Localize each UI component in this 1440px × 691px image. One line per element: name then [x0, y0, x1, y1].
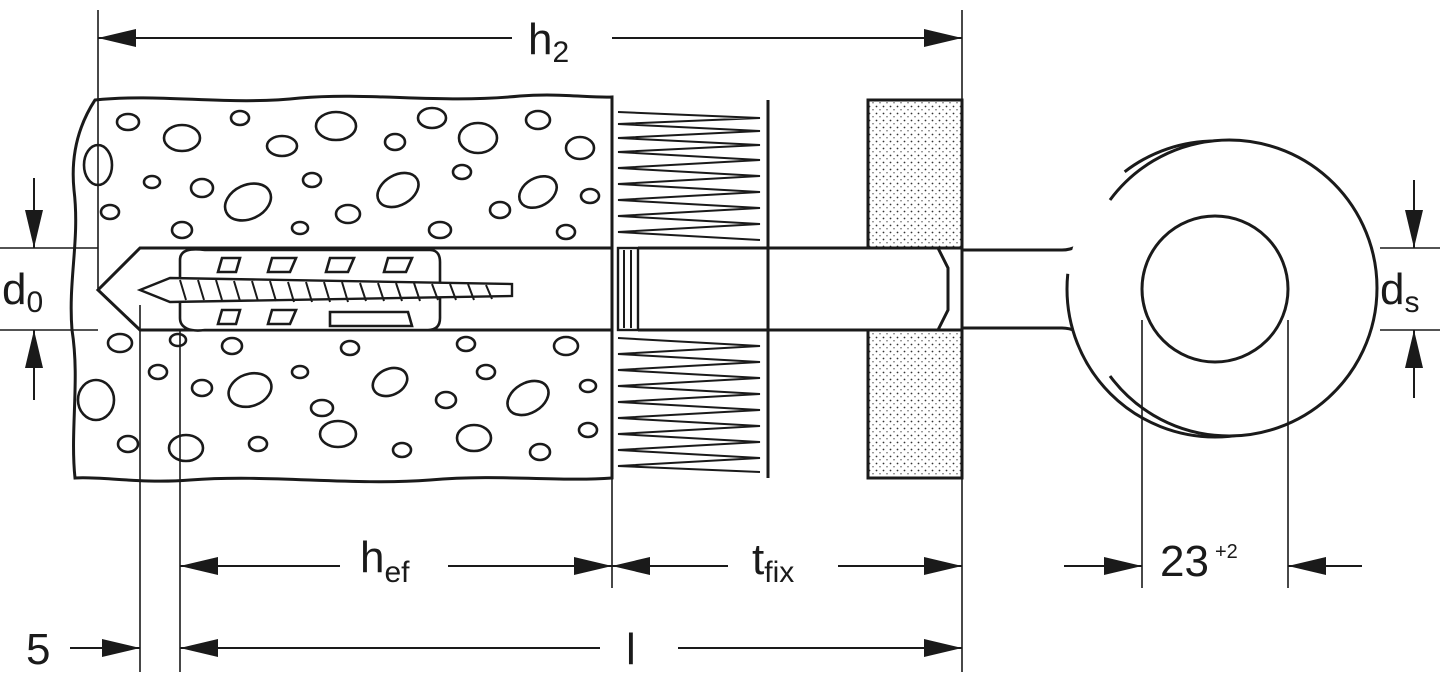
label-tfix-sub: fix	[764, 556, 794, 589]
insulation-layer	[617, 100, 770, 478]
dim-hef: hef	[180, 533, 612, 589]
dim-h2: h2	[98, 15, 962, 69]
label-d0-main: d	[2, 265, 26, 314]
label-tfix-main: t	[752, 535, 764, 584]
dim-length: l	[180, 625, 962, 674]
label-eye-value: 23	[1160, 537, 1209, 586]
label-h2-sub: 2	[552, 36, 569, 69]
svg-text:h2: h2	[528, 15, 569, 69]
label-eye-tolerance: +2	[1215, 541, 1238, 563]
label-length: l	[626, 625, 636, 674]
eye-bolt	[136, 138, 1379, 439]
dim-ds: ds	[1380, 180, 1423, 398]
label-ds-sub: s	[1404, 286, 1419, 319]
svg-text:hef: hef	[360, 533, 410, 589]
concrete-block	[69, 93, 614, 484]
dim-eye: 23 +2	[1064, 537, 1362, 586]
svg-text:tfix: tfix	[752, 535, 794, 589]
aggregate-stones	[76, 106, 601, 463]
label-d0-sub: 0	[26, 286, 43, 319]
svg-text:ds: ds	[1380, 265, 1419, 319]
label-ds-main: d	[1380, 265, 1404, 314]
extension-lines	[0, 10, 1440, 672]
dim-tfix: tfix	[612, 535, 962, 589]
label-offset: 5	[26, 625, 50, 674]
dim-offset: 5	[26, 625, 140, 674]
dim-d0: d0	[2, 178, 43, 400]
fixture-board	[866, 98, 964, 480]
label-hef-main: h	[360, 533, 384, 582]
svg-text:23+2: 23 +2	[1160, 537, 1238, 586]
label-hef-sub: ef	[384, 556, 410, 589]
svg-text:d0: d0	[2, 265, 43, 319]
label-h2-main: h	[528, 15, 552, 64]
